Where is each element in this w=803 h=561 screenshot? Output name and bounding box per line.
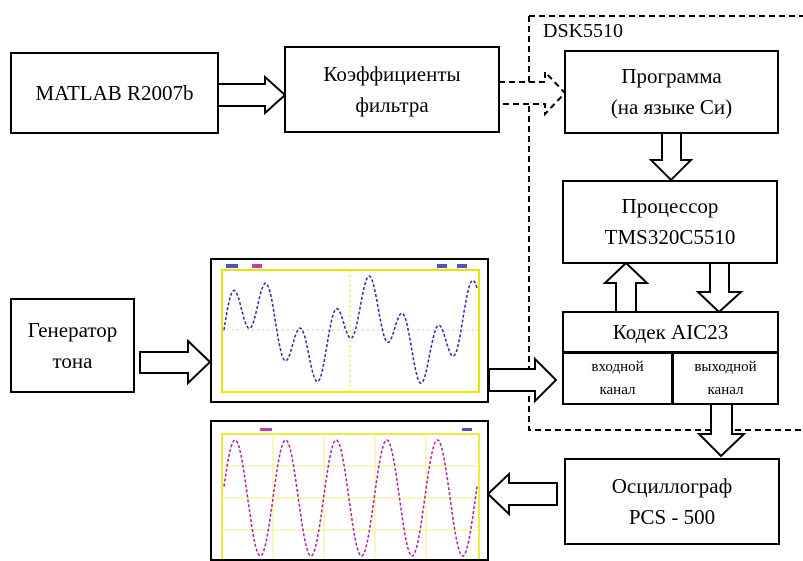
dsk-label: DSK5510: [543, 20, 624, 42]
arrow-codec-to-processor: [602, 261, 650, 314]
output-signal-trace: [223, 439, 478, 557]
codec-block: Кодек AIC23: [562, 311, 779, 353]
dsk-boundary: [528, 15, 803, 431]
input-signal-scope-image: [210, 258, 489, 403]
arrow-processor-to-codec: [695, 262, 744, 314]
oscilloscope-label-line2: PCS - 500: [628, 504, 716, 529]
generator-label-line2: тона: [52, 348, 93, 373]
input-channel-block: входной канал: [562, 352, 673, 405]
coefficients-label-line1: Коэффициенты: [323, 61, 461, 86]
arrow-coeffs-to-program: [498, 69, 567, 117]
matlab-block: MATLAB R2007b: [10, 52, 219, 134]
matlab-label: MATLAB R2007b: [35, 80, 194, 105]
output-channel-label-line1: выходной: [694, 358, 757, 375]
codec-label: Кодек AIC23: [612, 319, 729, 344]
coefficients-block: Коэффициенты фильтра: [284, 46, 500, 133]
output-channel-label-line2: канал: [707, 381, 744, 398]
arrow-oscilloscope-to-scope2: [486, 471, 558, 517]
output-channel-block: выходной канал: [672, 352, 779, 405]
arrow-generator-to-scope: [139, 338, 212, 386]
arrow-program-to-processor: [648, 132, 694, 182]
arrow-scope-to-input-channel: [488, 356, 558, 404]
processor-label-line1: Процессор: [621, 194, 719, 218]
coefficients-label-line2: фильтра: [355, 92, 429, 117]
input-channel-label-line2: канал: [599, 381, 636, 398]
arrow-matlab-to-coeffs: [217, 74, 287, 116]
processor-label-line2: TMS320C5510: [604, 225, 736, 249]
output-signal-scope-image: [210, 420, 489, 561]
program-label-line2: (на языке Си): [610, 95, 733, 119]
program-label-line1: Программа: [621, 64, 722, 88]
input-channel-label-line1: входной: [591, 358, 644, 375]
generator-label-line1: Генератор: [27, 317, 118, 342]
processor-block: Процессор TMS320C5510: [562, 180, 778, 264]
generator-block: Генератор тона: [10, 298, 135, 393]
program-block: Программа (на языке Си): [564, 50, 779, 134]
oscilloscope-label-line1: Осциллограф: [611, 473, 733, 498]
arrow-output-to-oscilloscope: [696, 403, 747, 458]
oscilloscope-block: Осциллограф PCS - 500: [564, 458, 780, 545]
input-signal-trace: [223, 275, 478, 384]
